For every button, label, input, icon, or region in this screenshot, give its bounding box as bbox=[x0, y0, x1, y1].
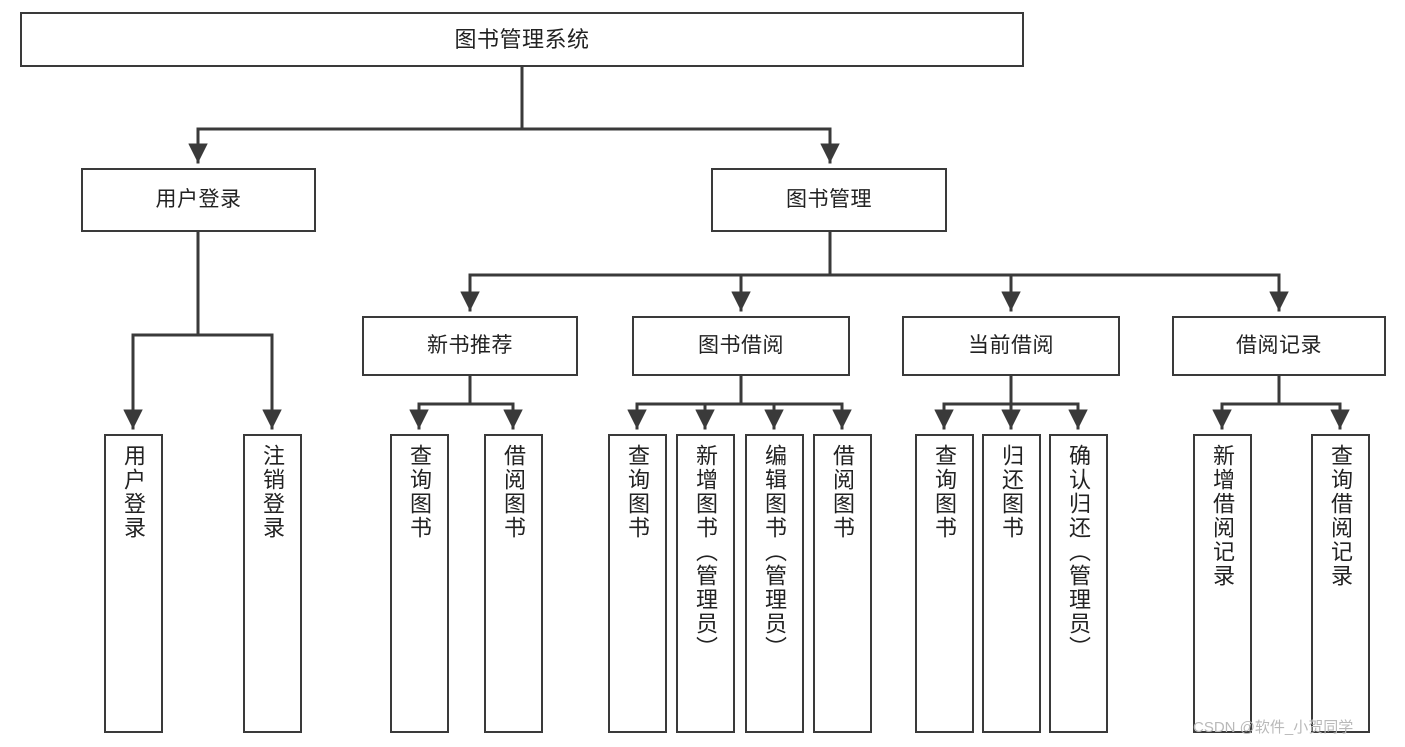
node-leaf-user-login[interactable]: 用户登录 bbox=[104, 434, 163, 733]
node-root-label: 图书管理系统 bbox=[454, 26, 590, 52]
node-current-borrow[interactable]: 当前借阅 bbox=[902, 316, 1120, 376]
node-leaf-borrow-query-book-label: 查询图书 bbox=[625, 444, 651, 540]
node-leaf-new-query-book-label: 查询图书 bbox=[407, 444, 433, 540]
node-user-login[interactable]: 用户登录 bbox=[81, 168, 316, 232]
node-book-borrow[interactable]: 图书借阅 bbox=[632, 316, 850, 376]
node-leaf-edit-book-admin[interactable]: 编辑图书（管理员） bbox=[745, 434, 804, 733]
node-leaf-return-book[interactable]: 归还图书 bbox=[982, 434, 1041, 733]
node-leaf-edit-book-admin-label: 编辑图书（管理员） bbox=[762, 444, 788, 660]
node-leaf-confirm-return-admin-label: 确认归还（管理员） bbox=[1066, 444, 1092, 660]
node-leaf-logout-label: 注销登录 bbox=[260, 444, 286, 540]
node-root[interactable]: 图书管理系统 bbox=[20, 12, 1024, 67]
node-leaf-borrow-book-label: 借阅图书 bbox=[830, 444, 856, 540]
node-leaf-borrow-book[interactable]: 借阅图书 bbox=[813, 434, 872, 733]
node-new-book-recommend-label: 新书推荐 bbox=[427, 333, 513, 357]
node-leaf-new-query-book[interactable]: 查询图书 bbox=[390, 434, 449, 733]
node-leaf-new-borrow-book-label: 借阅图书 bbox=[501, 444, 527, 540]
node-current-borrow-label: 当前借阅 bbox=[968, 333, 1054, 357]
node-new-book-recommend[interactable]: 新书推荐 bbox=[362, 316, 578, 376]
node-book-management[interactable]: 图书管理 bbox=[711, 168, 947, 232]
node-book-borrow-label: 图书借阅 bbox=[698, 333, 784, 357]
node-leaf-confirm-return-admin[interactable]: 确认归还（管理员） bbox=[1049, 434, 1108, 733]
node-leaf-add-borrow-record-label: 新增借阅记录 bbox=[1210, 444, 1236, 588]
node-leaf-query-borrow-record-label: 查询借阅记录 bbox=[1328, 444, 1354, 588]
node-leaf-current-query-book[interactable]: 查询图书 bbox=[915, 434, 974, 733]
node-leaf-query-borrow-record[interactable]: 查询借阅记录 bbox=[1311, 434, 1370, 733]
node-leaf-logout[interactable]: 注销登录 bbox=[243, 434, 302, 733]
node-leaf-add-book-admin-label: 新增图书（管理员） bbox=[693, 444, 719, 660]
node-leaf-return-book-label: 归还图书 bbox=[999, 444, 1025, 540]
node-leaf-current-query-book-label: 查询图书 bbox=[932, 444, 958, 540]
node-leaf-add-book-admin[interactable]: 新增图书（管理员） bbox=[676, 434, 735, 733]
node-leaf-user-login-label: 用户登录 bbox=[121, 444, 147, 540]
node-borrow-records[interactable]: 借阅记录 bbox=[1172, 316, 1386, 376]
node-leaf-new-borrow-book[interactable]: 借阅图书 bbox=[484, 434, 543, 733]
watermark: CSDN @软件_小贺同学 bbox=[1193, 719, 1354, 736]
node-leaf-add-borrow-record[interactable]: 新增借阅记录 bbox=[1193, 434, 1252, 733]
node-borrow-records-label: 借阅记录 bbox=[1236, 333, 1322, 357]
node-user-login-label: 用户登录 bbox=[155, 187, 242, 211]
node-leaf-borrow-query-book[interactable]: 查询图书 bbox=[608, 434, 667, 733]
node-book-management-label: 图书管理 bbox=[786, 187, 872, 211]
